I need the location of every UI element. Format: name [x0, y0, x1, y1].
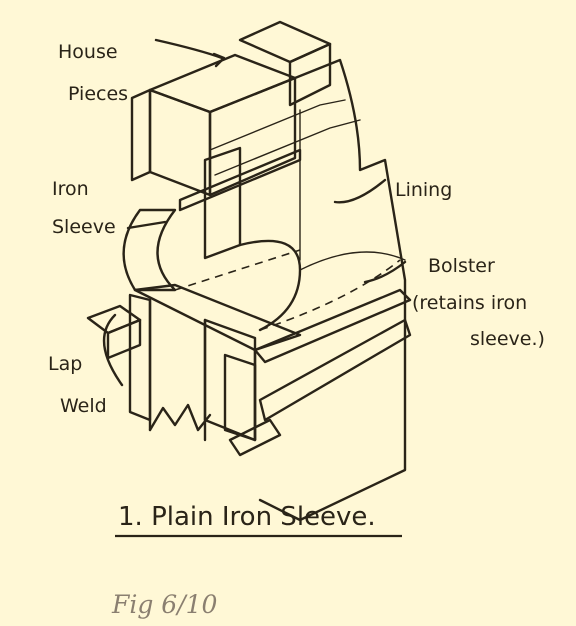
- label-lap-weld-1: Lap: [48, 353, 82, 375]
- label-bolster-1: Bolster: [428, 255, 495, 277]
- label-house-pieces-1: House: [58, 41, 118, 63]
- figure-caption: 1. Plain Iron Sleeve.: [118, 502, 376, 532]
- lower-section-drawing: [86, 283, 412, 457]
- figure-number: Fig 6/10: [111, 590, 218, 619]
- label-iron-sleeve-1: Iron: [52, 178, 89, 200]
- iron-sleeve-drawing: [122, 208, 406, 332]
- label-house-pieces-2: Pieces: [68, 83, 128, 105]
- leader-lines: [102, 38, 407, 387]
- lining-body-drawing: [178, 58, 407, 522]
- label-lining: Lining: [395, 179, 452, 201]
- label-bolster-3: sleeve.): [470, 328, 545, 350]
- label-iron-sleeve-2: Sleeve: [52, 216, 116, 238]
- label-lap-weld-2: Weld: [60, 395, 107, 417]
- label-bolster-2: (retains iron: [412, 292, 527, 314]
